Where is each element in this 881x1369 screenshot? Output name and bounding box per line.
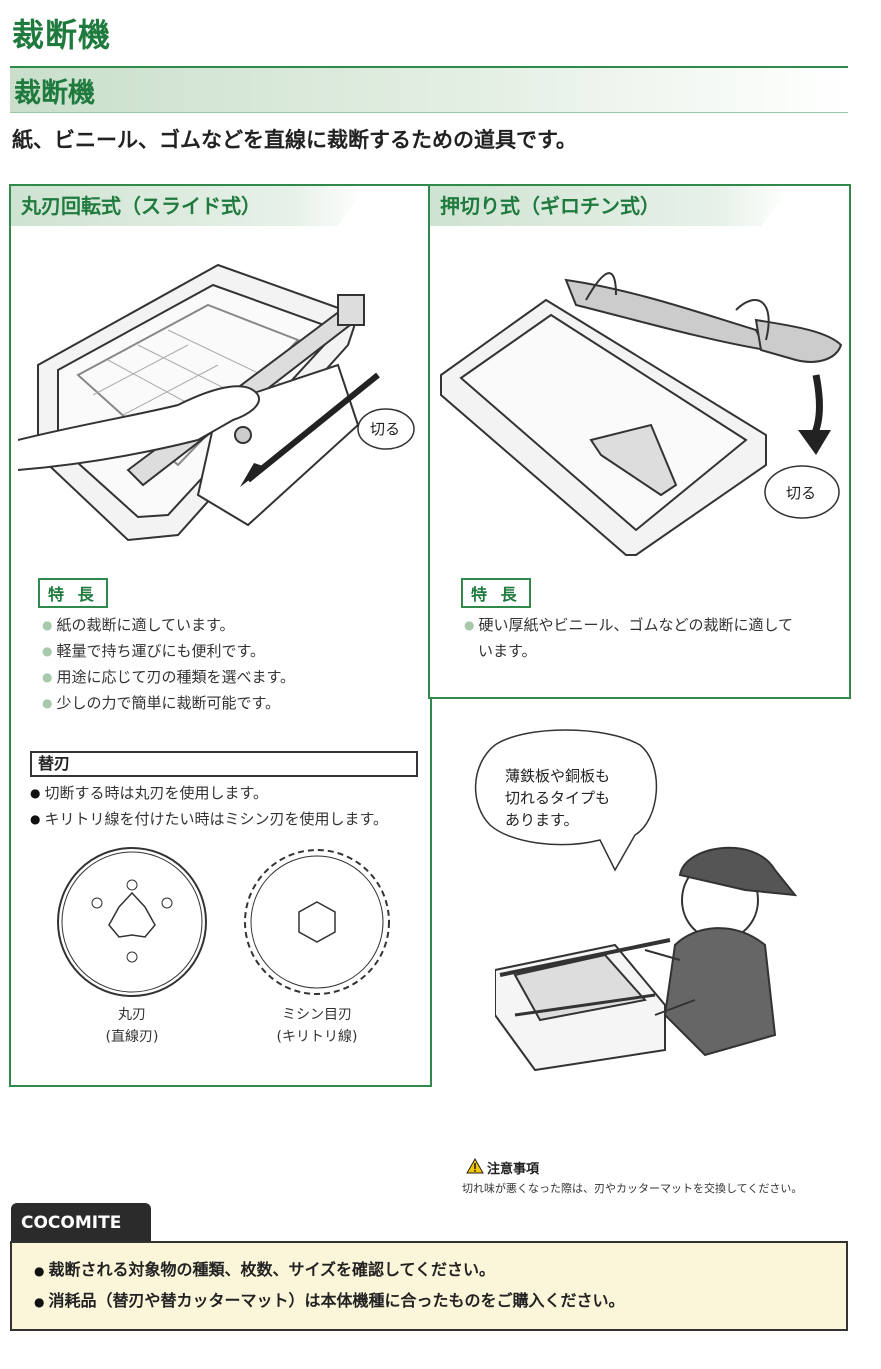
- page-title: 裁断機: [12, 16, 112, 54]
- list-item: ●用途に応じて刃の種類を選べます。: [42, 668, 295, 686]
- guillotine-cutter-illustration: [440, 272, 843, 556]
- cocomite-note-box: ●裁断される対象物の種類、枚数、サイズを確認してください。 ●消耗品（替刃や替カ…: [10, 1241, 848, 1331]
- features-tag-right: 特 長: [461, 578, 531, 608]
- section-bar: [10, 66, 848, 113]
- section-title: 裁断機: [14, 78, 95, 109]
- worker-illustration: [495, 846, 798, 1072]
- blade2-caption: ミシン目刃 (キリトリ線): [276, 1007, 358, 1045]
- cocomite-list: ●裁断される対象物の種類、枚数、サイズを確認してください。 ●消耗品（替刃や替カ…: [34, 1255, 625, 1317]
- perforation-blade-icon: [244, 849, 390, 995]
- blades-title: 替刃: [30, 751, 418, 777]
- list-item: ●紙の裁断に適しています。: [42, 616, 235, 634]
- speech-text: 薄鉄板や銅板も 切れるタイプも あります。: [505, 767, 611, 829]
- list-item: ●軽量で持ち運びにも便利です。: [42, 642, 265, 660]
- cocomite-logo: COCOMITE: [11, 1203, 151, 1241]
- list-item: ●キリトリ線を付けたい時はミシン刃を使用します。: [30, 810, 388, 828]
- right-panel-heading: 押切り式（ギロチン式）: [430, 186, 790, 226]
- list-item: ●消耗品（替刃や替カッターマット）は本体機種に合ったものをご購入ください。: [34, 1291, 625, 1310]
- features-list-right: ●硬い厚紙やビニール、ゴムなどの裁断に適して います。: [464, 612, 793, 664]
- speech-bubble-cut-left: [357, 408, 415, 450]
- list-item: います。: [478, 642, 537, 660]
- left-panel-heading: 丸刃回転式（スライド式）: [11, 186, 366, 226]
- blades-notes: ●切断する時は丸刃を使用します。 ●キリトリ線を付けたい時はミシン刃を使用します…: [30, 780, 388, 832]
- caution-text: 切れ味が悪くなった際は、刃やカッターマットを交換してください。: [462, 1182, 803, 1195]
- list-item: ●硬い厚紙やビニール、ゴムなどの裁断に適して: [464, 616, 794, 634]
- round-blade-icon: [57, 847, 207, 997]
- features-tag-left: 特 長: [38, 578, 108, 608]
- features-list-left: ●紙の裁断に適しています。 ●軽量で持ち運びにも便利です。 ●用途に応じて刃の種…: [42, 612, 295, 716]
- warning-icon: [466, 1158, 484, 1174]
- list-item: ●少しの力で簡単に裁断可能です。: [42, 694, 280, 712]
- cut-label-left: 切る: [370, 420, 401, 438]
- speech-bubble-note: [474, 729, 658, 872]
- list-item: ●裁断される対象物の種類、枚数、サイズを確認してください。: [34, 1260, 496, 1279]
- list-item: ●切断する時は丸刃を使用します。: [30, 784, 268, 802]
- rotary-cutter-illustration: [18, 263, 380, 542]
- blade1-caption: 丸刃 (直線刃): [105, 1007, 159, 1045]
- caution-title: 注意事項: [487, 1162, 540, 1177]
- speech-bubble-cut-right: [764, 465, 840, 519]
- cut-label-right: 切る: [786, 484, 817, 502]
- intro-text: 紙、ビニール、ゴムなどを直線に裁断するための道具です。: [12, 128, 577, 152]
